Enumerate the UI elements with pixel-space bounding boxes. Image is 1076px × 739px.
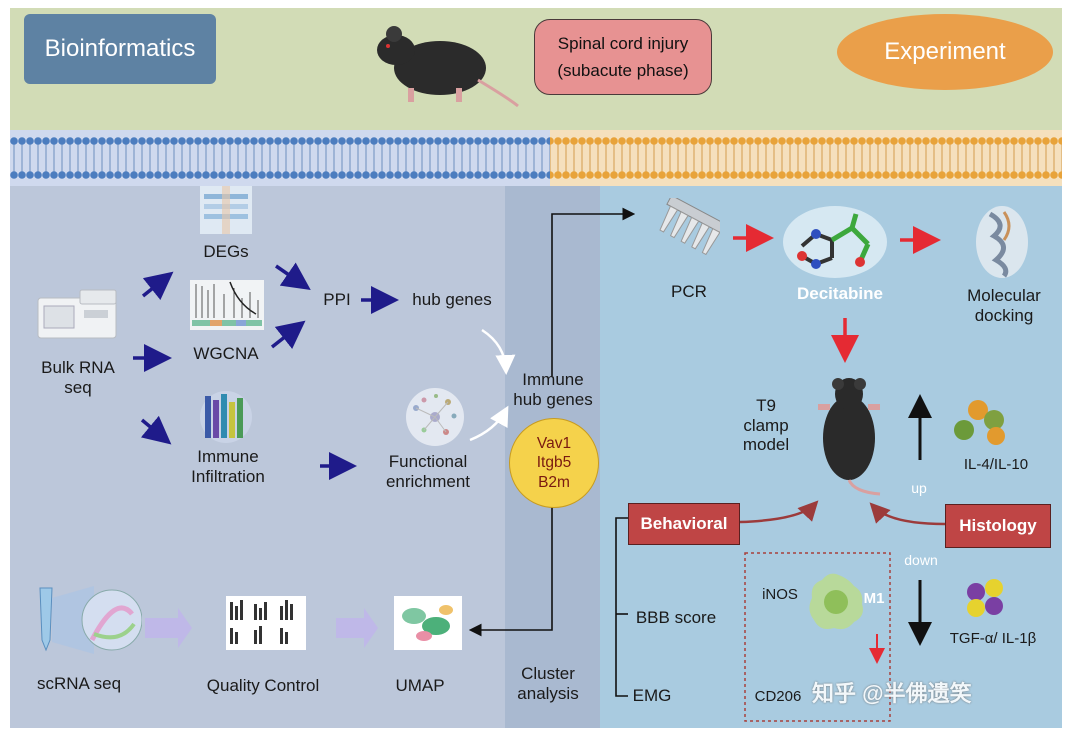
sci-title: Spinal cord injury [557,33,689,53]
bulk-rna-line1: Bulk RNA [41,358,115,377]
mouse-model-icon [818,378,881,496]
cluster-line1: Cluster [521,664,575,683]
functional-line1: Functional [388,452,468,471]
bulk-rna-seq-label: Bulk RNA seq [28,358,128,397]
emg-label: EMG [632,686,672,705]
experiment-title: Experiment [837,14,1053,90]
functional-line2: enrichment [385,471,471,491]
behavioral-box: Behavioral [628,503,740,545]
functional-enrichment-label: Functional enrichment [370,452,486,491]
up-label: up [911,480,927,496]
spinal-cord-injury-box: Spinal cord injury (subacute phase) [534,19,712,95]
decitabine-molecule-icon [783,206,887,278]
t9-line3: model [742,435,790,455]
pcr-tube-strip-icon [659,198,720,256]
umap-label: UMAP [395,676,445,695]
histology-box: Histology [945,504,1051,548]
pcr-label: PCR [671,282,707,301]
gene-itgb5: Itgb5 [536,454,572,472]
down-label: down [904,552,938,568]
gene-vav1: Vav1 [536,434,572,452]
cluster-line2: analysis [517,683,579,703]
sequencer-machine-icon [37,289,117,339]
docking-line1: Molecular [967,286,1041,305]
t9-clamp-model-label: T9 clamp model [728,396,804,455]
decitabine-label: Decitabine [797,284,883,303]
scrna-seq-label: scRNA seq [36,674,122,693]
immune-infiltration-line2: Infiltration [191,466,265,486]
hub-genes-label: hub genes [412,290,492,309]
bbb-score-label: BBB score [635,608,717,627]
lipid-membrane-graphic [10,130,1062,186]
immune-infiltration-icon [200,391,252,443]
cluster-analysis-label: Cluster analysis [500,664,596,703]
cd206-label: CD206 [754,688,802,705]
immune-hub-genes-label: Immune hub genes [500,370,606,409]
t9-line2: clamp [743,415,789,435]
mouse-icon [377,26,519,108]
molecular-docking-icon [976,206,1028,278]
inos-label: iNOS [762,586,798,603]
umap-plot-icon [394,596,462,650]
cytokine-spheres-up-icon [954,400,1005,445]
sci-phase: (subacute phase) [557,61,689,80]
gene-b2m: B2m [538,473,570,491]
bulk-rna-line2: seq [64,377,92,397]
functional-enrichment-icon [406,388,464,446]
t9-line1: T9 [756,396,776,415]
quality-control-label: Quality Control [206,676,320,695]
ppi-label: PPI [323,290,351,309]
hub-gene-list: Vav1 Itgb5 B2m [509,418,599,508]
scrna-tube-icon [39,586,142,654]
docking-line2: docking [974,305,1034,325]
il4-il10-label: IL-4/IL-10 [963,456,1029,473]
cytokine-spheres-down-icon [967,579,1003,617]
immune-infiltration-line1: Immune [197,447,259,466]
watermark: 知乎 @半佛遗笑 [812,681,972,706]
degs-heatmap-icon [200,186,252,234]
quality-control-plots-icon [226,596,306,650]
tgf-il1b-label: TGF-α/ IL-1β [949,630,1037,647]
m1-label: M1 [863,590,885,607]
degs-label: DEGs [203,242,249,261]
m1-macrophage-icon [809,573,863,630]
immune-hub-line2: hub genes [513,389,593,409]
immune-infiltration-label: Immune Infiltration [176,447,280,486]
immune-hub-line1: Immune [522,370,584,389]
bioinformatics-title: Bioinformatics [24,14,216,84]
wgcna-label: WGCNA [193,344,259,363]
molecular-docking-label: Molecular docking [948,286,1060,325]
wgcna-dendrogram-icon [190,280,264,330]
